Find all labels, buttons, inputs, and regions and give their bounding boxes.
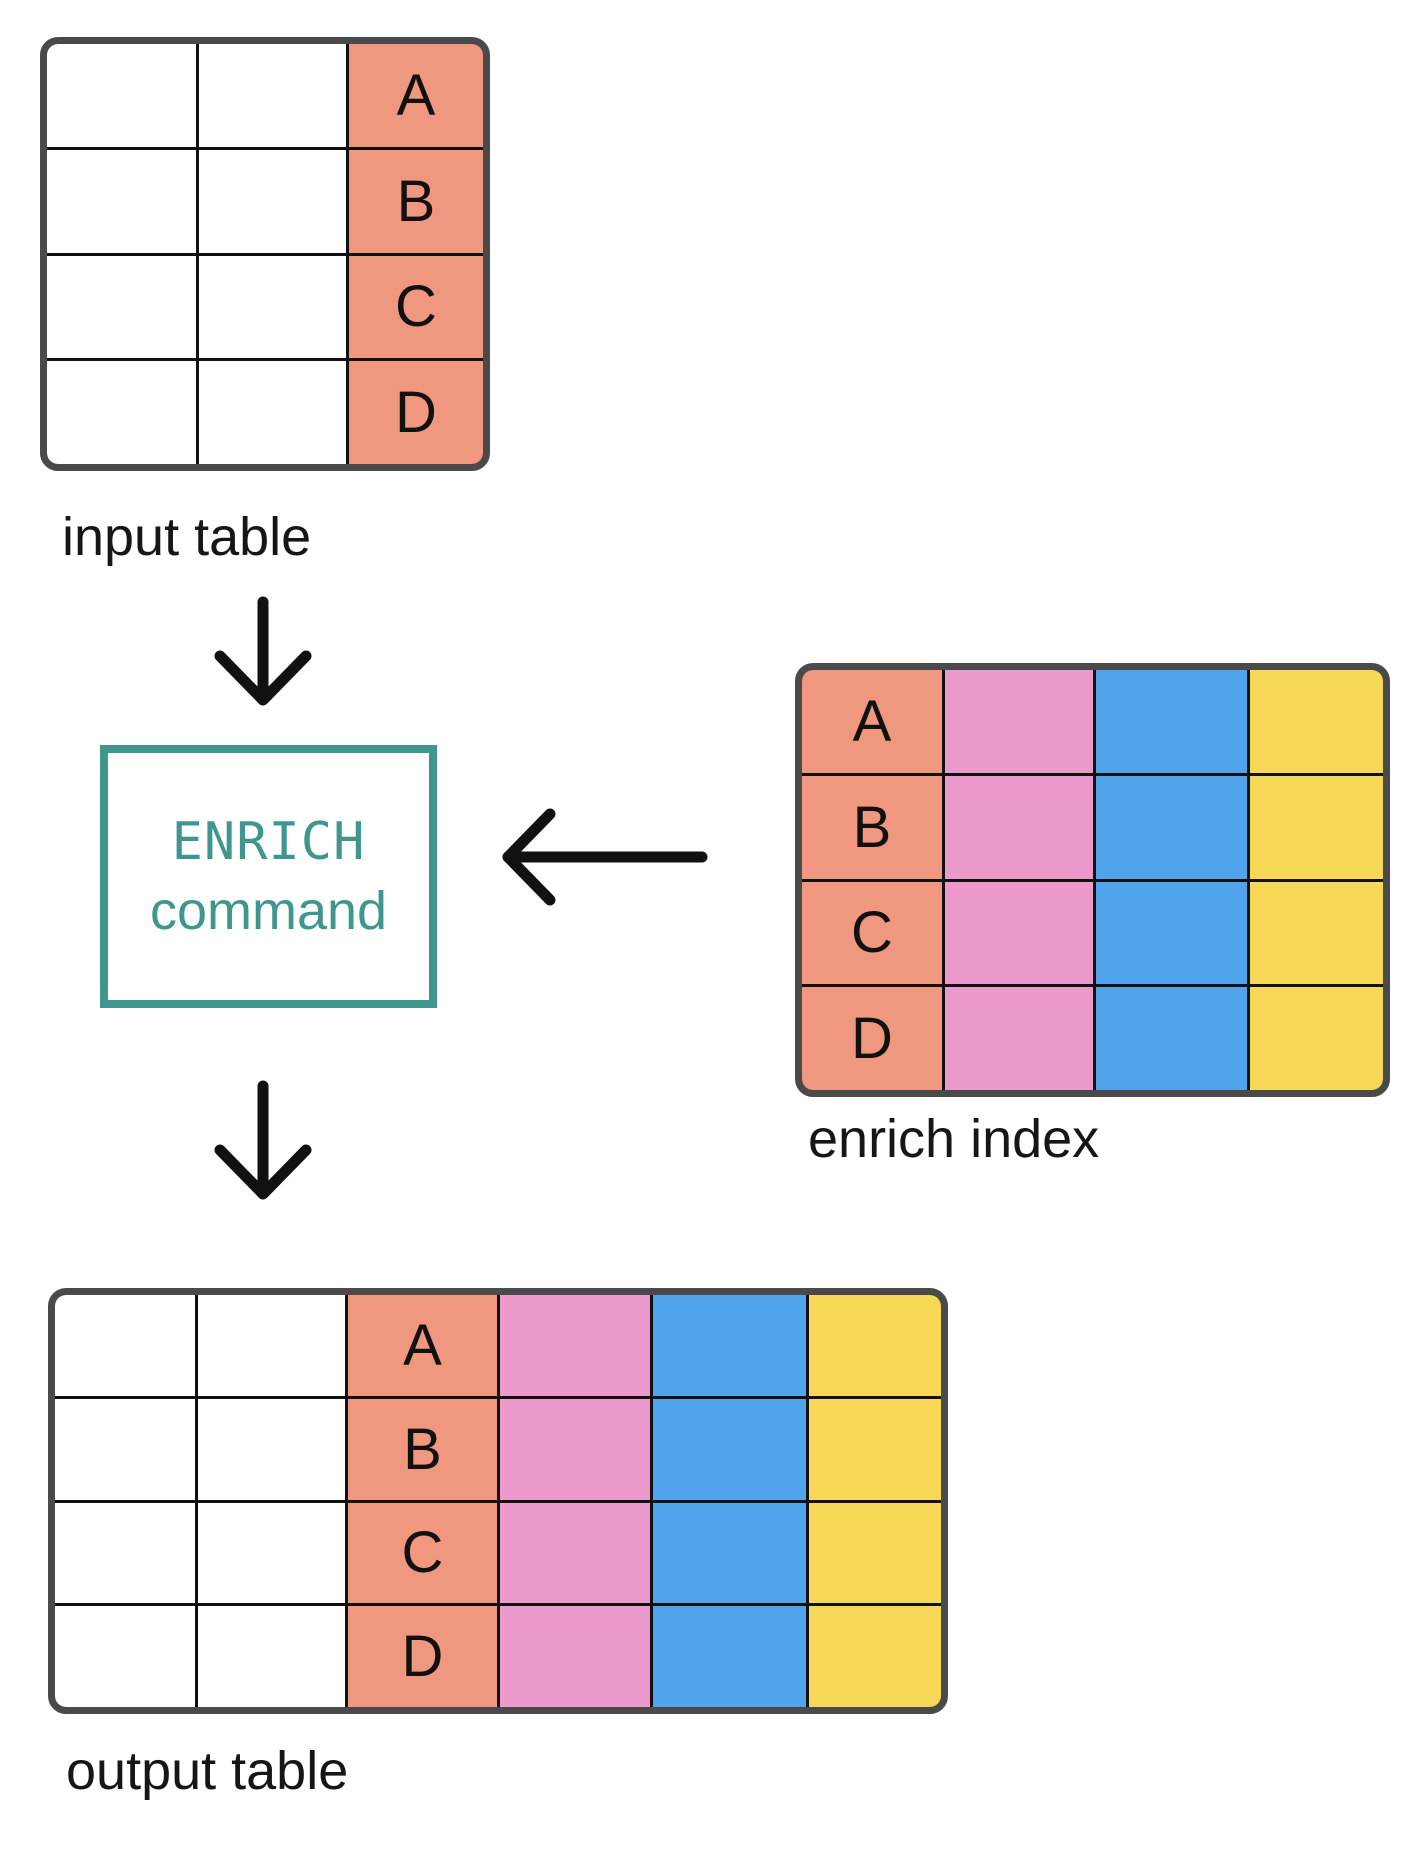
enrich-field-cell-yellow	[1250, 987, 1383, 1090]
enrich-field-cell-pink	[500, 1398, 650, 1500]
table-cell-empty	[55, 1295, 195, 1396]
enrich-field-cell-pink	[945, 987, 1093, 1090]
enrich-field-cell-blue	[1096, 987, 1247, 1090]
enrich-field-cell-yellow	[809, 1502, 941, 1604]
enrich-field-cell-yellow	[1250, 670, 1383, 773]
input-table: A B C D	[40, 37, 490, 471]
table-cell-empty	[47, 255, 196, 359]
enrich-field-cell-blue	[653, 1295, 806, 1396]
key-cell: A	[802, 670, 942, 773]
input-table-label: input table	[62, 507, 312, 567]
table-cell-empty	[47, 44, 196, 147]
enrich-index-table: A B C D	[795, 663, 1390, 1097]
enrich-field-cell-yellow	[809, 1398, 941, 1500]
table-cell-empty	[199, 361, 346, 464]
key-cell: B	[802, 775, 942, 879]
key-cell: D	[349, 361, 483, 464]
output-table: A B C D	[48, 1288, 948, 1714]
enrich-index-label: enrich index	[808, 1109, 1100, 1169]
enrich-field-cell-blue	[653, 1398, 806, 1500]
key-cell: B	[349, 149, 483, 253]
key-cell: C	[349, 255, 483, 359]
table-cell-empty	[199, 255, 346, 359]
enrich-field-cell-yellow	[1250, 775, 1383, 879]
table-cell-empty	[55, 1502, 195, 1604]
table-cell-empty	[198, 1502, 345, 1604]
table-cell-empty	[47, 361, 196, 464]
arrow-left-icon	[498, 800, 710, 914]
arrow-down-icon	[208, 596, 318, 714]
table-cell-empty	[199, 44, 346, 147]
enrich-field-cell-pink	[945, 881, 1093, 985]
enrich-field-cell-yellow	[809, 1295, 941, 1396]
enrich-field-cell-yellow	[809, 1606, 941, 1707]
table-cell-empty	[199, 149, 346, 253]
enrich-command-caption: command	[149, 880, 388, 941]
key-cell: B	[348, 1398, 497, 1500]
enrich-field-cell-blue	[653, 1502, 806, 1604]
enrich-field-cell-pink	[500, 1502, 650, 1604]
enrich-field-cell-blue	[1096, 881, 1247, 985]
key-cell: D	[348, 1606, 497, 1707]
enrich-field-cell-pink	[945, 670, 1093, 773]
arrow-down-icon	[208, 1080, 318, 1208]
enrich-field-cell-yellow	[1250, 881, 1383, 985]
table-cell-empty	[198, 1295, 345, 1396]
table-cell-empty	[198, 1606, 345, 1707]
enrich-command-box: ENRICH command	[100, 745, 437, 1008]
enrich-command-name: ENRICH	[171, 811, 366, 872]
key-cell: A	[349, 44, 483, 147]
key-cell: C	[802, 881, 942, 985]
key-cell: D	[802, 987, 942, 1090]
table-cell-empty	[198, 1398, 345, 1500]
enrich-field-cell-blue	[1096, 670, 1247, 773]
enrich-field-cell-pink	[500, 1606, 650, 1707]
table-cell-empty	[55, 1398, 195, 1500]
table-cell-empty	[47, 149, 196, 253]
enrich-field-cell-blue	[653, 1606, 806, 1707]
table-cell-empty	[55, 1606, 195, 1707]
output-table-label: output table	[66, 1741, 349, 1801]
key-cell: C	[348, 1502, 497, 1604]
enrich-field-cell-pink	[945, 775, 1093, 879]
enrich-field-cell-blue	[1096, 775, 1247, 879]
key-cell: A	[348, 1295, 497, 1396]
enrich-field-cell-pink	[500, 1295, 650, 1396]
